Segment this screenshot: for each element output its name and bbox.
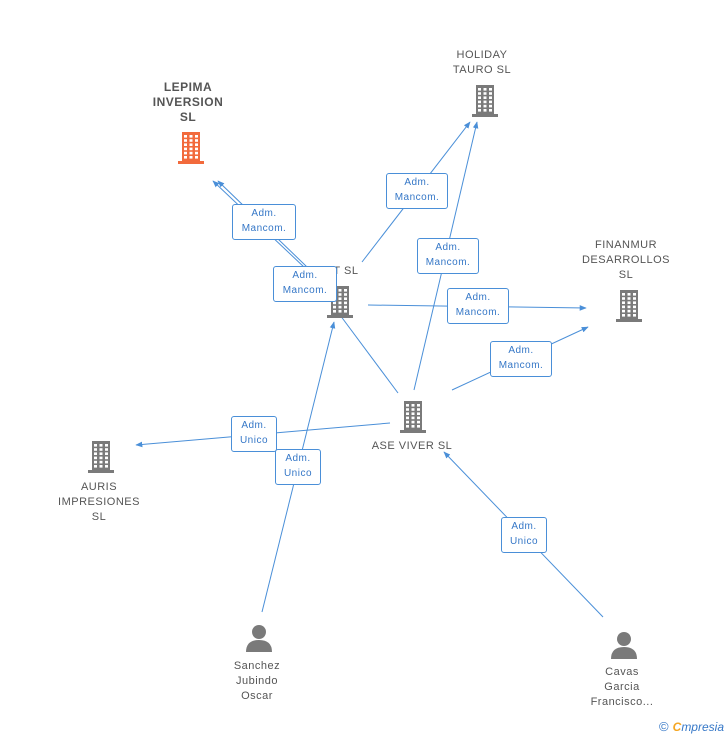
person-icon[interactable] [246,625,272,652]
node-label-asevivir[interactable]: ASE VIVER SL [371,440,453,452]
icons-layer [88,85,642,659]
brand-logo-letter: C [672,720,682,734]
node-label-finanmur[interactable]: FINANMUR DESARROLLOS SL [581,239,671,281]
building-icon[interactable] [400,401,426,433]
node-label-sanchez[interactable]: Sanchez Jubindo Oscar [233,660,281,702]
node-label-cavas[interactable]: Cavas Garcia Francisco... [590,666,654,708]
copyright-icon: © [659,719,669,734]
edge-role-label[interactable]: Adm. Unico [231,416,277,452]
edge-role-label[interactable]: Adm. Unico [501,517,547,553]
edge-role-label[interactable]: Adm. Mancom. [386,173,448,209]
building-icon[interactable] [88,441,114,473]
edge-role-label[interactable]: Adm. Mancom. [490,341,552,377]
node-label-holiday[interactable]: HOLIDAY TAURO SL [452,49,512,76]
person-icon[interactable] [611,632,637,659]
node-label-auris[interactable]: AURIS IMPRESIONES SL [58,481,140,523]
building-icon[interactable] [472,85,498,117]
footer-brand: ©Cmpresia [659,719,724,734]
node-label-lepima[interactable]: LEPIMA INVERSION SL [152,80,224,124]
edge-role-label[interactable]: Adm. Mancom. [417,238,479,274]
edge-role-label[interactable]: Adm. Mancom. [273,266,337,302]
edge-role-label[interactable]: Adm. Mancom. [447,288,509,324]
brand-logo-text: mpresia [681,720,724,734]
edge-role-label[interactable]: Adm. Unico [275,449,321,485]
edge-role-label[interactable]: Adm. Mancom. [232,204,296,240]
building-icon[interactable] [616,290,642,322]
edge-line [339,314,399,394]
building-icon[interactable] [178,132,204,164]
